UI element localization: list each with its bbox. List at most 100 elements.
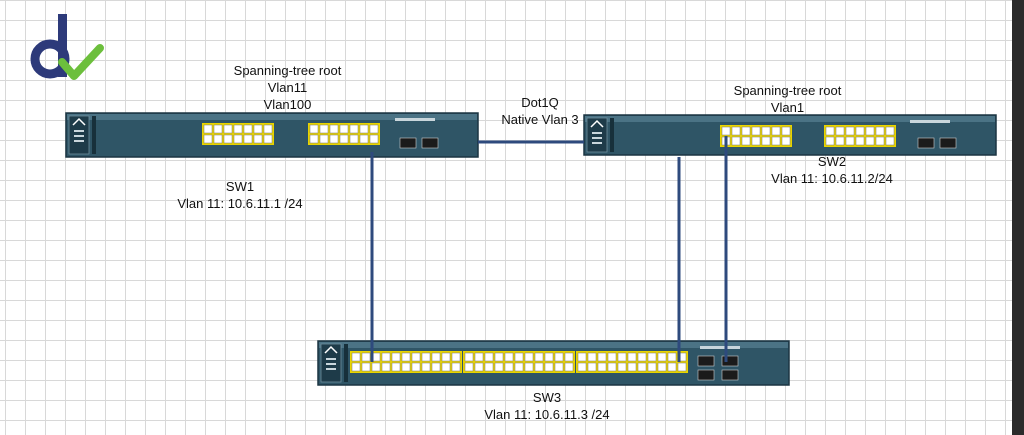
network-port [554, 362, 564, 372]
network-port [597, 362, 607, 372]
network-port [741, 136, 751, 146]
switch-model-tag [910, 120, 950, 123]
network-port [223, 134, 233, 144]
network-port [391, 362, 401, 372]
trunk-label: Dot1Q Native Vlan 3 [490, 94, 590, 128]
network-port [431, 362, 441, 372]
switch-logo-mark [324, 345, 338, 354]
network-port [587, 352, 597, 362]
sw2-vlan-ip: Vlan 11: 10.6.11.2/24 [771, 171, 893, 186]
uplink-port [697, 355, 715, 367]
network-port [835, 136, 845, 146]
network-port [657, 352, 667, 362]
network-port [504, 352, 514, 362]
network-port [587, 362, 597, 372]
network-port [421, 362, 431, 372]
uplink-port [721, 369, 739, 381]
network-port [751, 126, 761, 136]
network-port [371, 362, 381, 372]
sw2-info-label: SW2 Vlan 11: 10.6.11.2/24 [752, 153, 912, 187]
switch-divider [344, 344, 348, 382]
network-port [223, 124, 233, 134]
network-port [233, 124, 243, 134]
network-port [431, 352, 441, 362]
network-port [781, 136, 791, 146]
network-port [369, 124, 379, 134]
sw1-root-label: Spanning-tree root Vlan11 Vlan100 [200, 62, 375, 113]
network-port [721, 126, 731, 136]
network-port [657, 362, 667, 372]
network-port [771, 126, 781, 136]
network-port [309, 134, 319, 144]
network-port [359, 134, 369, 144]
sw3-name: SW3 [532, 390, 562, 405]
network-port [835, 126, 845, 136]
network-port [421, 352, 431, 362]
network-port [637, 362, 647, 372]
network-port [319, 124, 329, 134]
switch-top-bevel [67, 114, 477, 120]
network-port [381, 362, 391, 372]
sw1-vlan-ip: Vlan 11: 10.6.11.1 /24 [177, 196, 303, 211]
network-port [213, 134, 223, 144]
network-port [309, 124, 319, 134]
network-port [731, 136, 741, 146]
sw3-info-label: SW3 Vlan 11: 10.6.11.3 /24 [467, 389, 627, 423]
network-port [577, 362, 587, 372]
switch-logo-mark [590, 119, 604, 128]
network-port [339, 124, 349, 134]
switch-status-led [326, 363, 336, 365]
network-port [329, 124, 339, 134]
network-port [484, 352, 494, 362]
network-port [441, 362, 451, 372]
network-port [359, 124, 369, 134]
sw1-name: SW1 [225, 179, 255, 194]
network-port [351, 362, 361, 372]
network-port [544, 352, 554, 362]
switch-sw1[interactable] [65, 112, 479, 158]
network-port [667, 352, 677, 362]
sw2-root-label: Spanning-tree root Vlan1 [700, 82, 875, 116]
network-port [741, 126, 751, 136]
switch-status-led [326, 368, 336, 370]
logo [30, 14, 104, 80]
network-port [761, 136, 771, 146]
network-port [845, 126, 855, 136]
uplink-port [721, 355, 739, 367]
network-port [441, 352, 451, 362]
network-port [647, 352, 657, 362]
network-port [751, 136, 761, 146]
switch-status-led [592, 132, 602, 134]
network-port [761, 126, 771, 136]
network-port [243, 124, 253, 134]
sw2-root-vlan-1: Vlan1 [770, 100, 805, 115]
network-port [825, 136, 835, 146]
sw1-root-title: Spanning-tree root [233, 63, 342, 78]
network-port [401, 362, 411, 372]
switch-top-bevel [585, 116, 995, 122]
network-port [534, 362, 544, 372]
network-port [855, 136, 865, 146]
switch-sw3[interactable] [317, 340, 790, 386]
switch-status-led [74, 140, 84, 142]
logo-check [58, 44, 104, 80]
network-port [534, 352, 544, 362]
network-port [845, 136, 855, 146]
network-port [677, 362, 687, 372]
switch-left-module [586, 117, 608, 153]
network-port [474, 352, 484, 362]
network-port [514, 362, 524, 372]
network-port [667, 362, 677, 372]
network-port [391, 352, 401, 362]
trunk-label-line1: Dot1Q [521, 95, 559, 110]
switch-sw2[interactable] [583, 114, 997, 156]
vertical-scrollbar[interactable] [1012, 0, 1024, 435]
network-port [855, 126, 865, 136]
network-port [411, 352, 421, 362]
network-port [524, 352, 534, 362]
switch-logo-mark [72, 117, 86, 126]
sw2-name: SW2 [817, 154, 847, 169]
network-port [637, 352, 647, 362]
